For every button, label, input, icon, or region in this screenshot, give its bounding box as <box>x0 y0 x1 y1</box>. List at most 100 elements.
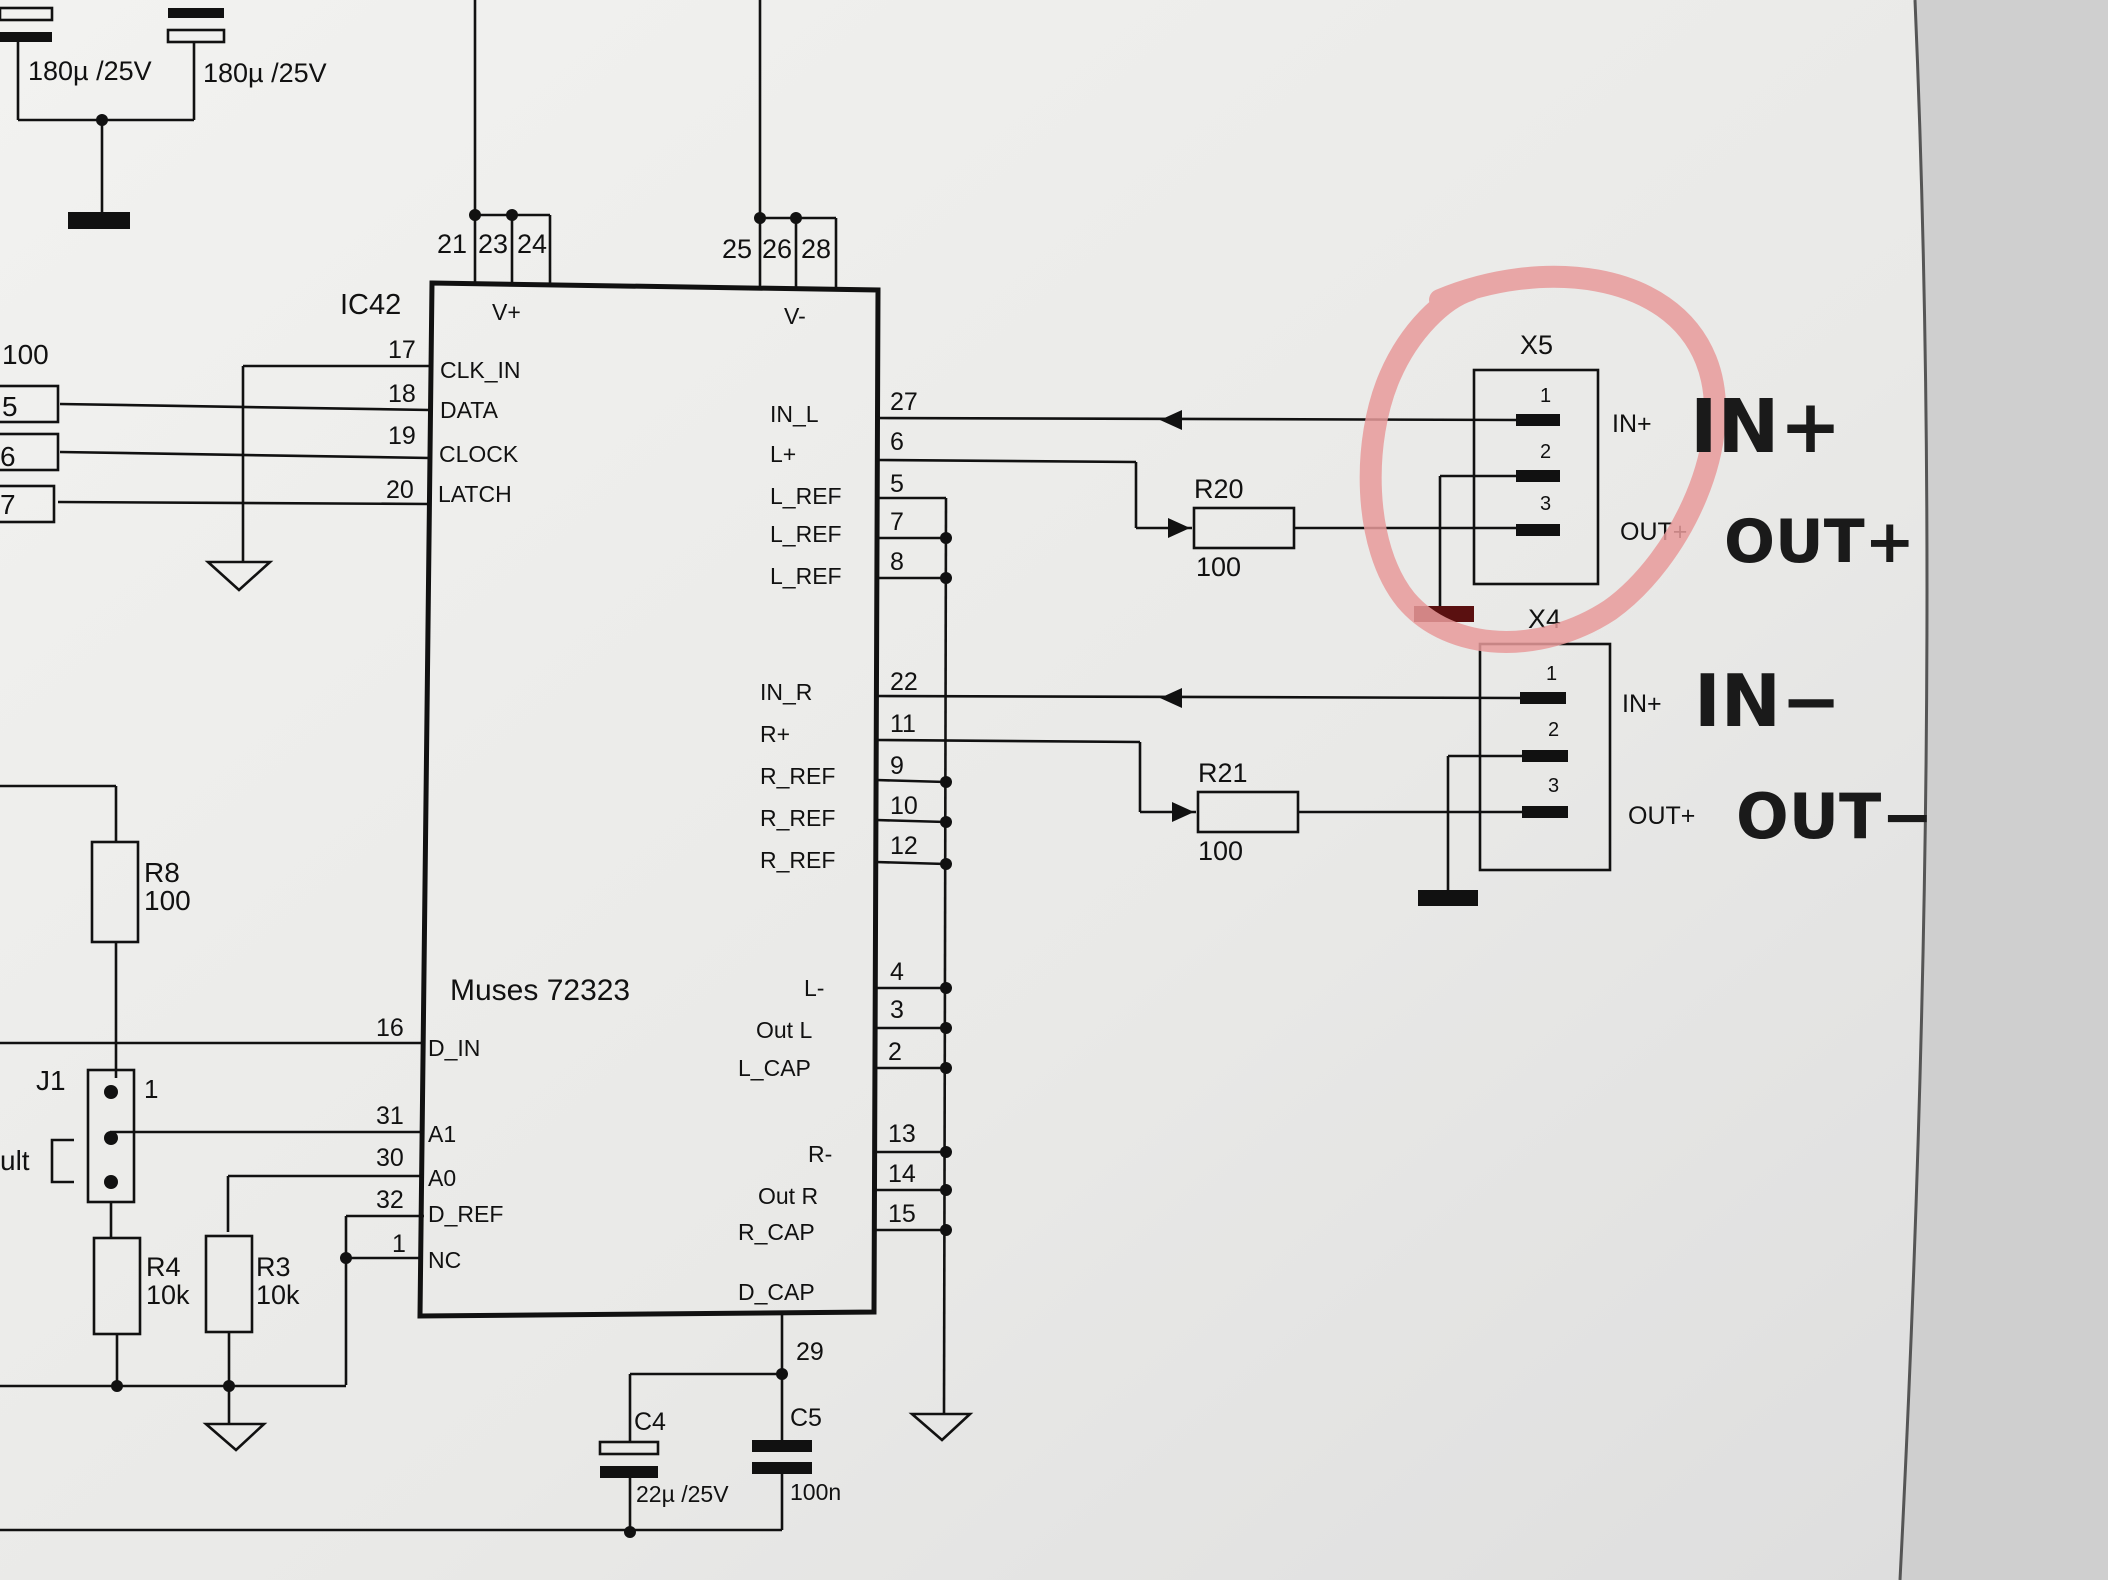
resistor-ref: R4 <box>146 1252 181 1282</box>
pin-name: L+ <box>770 441 796 467</box>
pin-number: 25 <box>722 234 752 264</box>
top-supply-pins: 21 23 24 25 26 28 <box>437 0 838 290</box>
pin-number: 15 <box>888 1200 916 1228</box>
ground-symbol <box>908 1412 974 1442</box>
ic-body <box>417 280 881 1319</box>
pin-number: 22 <box>890 668 918 696</box>
handwritten-label: IN− <box>1694 659 1841 743</box>
pin-number: 14 <box>888 1160 916 1188</box>
connector-pin: 6 <box>0 441 16 472</box>
pin-name: A1 <box>428 1121 456 1147</box>
pin-name: L- <box>804 975 824 1001</box>
pin-number: 11 <box>890 710 916 738</box>
resistor-value: 100 <box>144 885 191 916</box>
pin-name: IN_L <box>770 401 819 427</box>
pin-name: D_REF <box>428 1201 503 1227</box>
connector-pin: 2 <box>1540 441 1551 463</box>
bottom-decoupling: D_CAP 29 C4 22µ /25V C5 100n <box>598 1279 841 1538</box>
connector-in-label: IN+ <box>1612 410 1652 438</box>
left-edge-parts: 100 5 6 7 R8 100 J1 1 ult R4 10k R3 10k <box>0 339 630 1532</box>
connector-pin: 5 <box>2 391 18 422</box>
pin-number: 5 <box>890 470 904 498</box>
pin-number: 10 <box>890 792 918 820</box>
cap-value-label: 180µ /25V <box>203 58 327 88</box>
pin-name: L_REF <box>770 563 842 589</box>
ground-symbol <box>202 1422 268 1452</box>
ic-ref: IC42 <box>340 289 401 321</box>
cap-value-label: 180µ /25V <box>28 56 152 86</box>
top-left-capacitors: 180µ /25V 180µ /25V <box>0 6 327 229</box>
marker-circle <box>1359 265 1726 653</box>
pin-name: R_REF <box>760 763 835 789</box>
pin-number: 18 <box>388 380 416 408</box>
connector-pin: 7 <box>0 489 16 520</box>
pin-name: Out R <box>758 1183 818 1209</box>
pin-name: CLOCK <box>439 441 519 467</box>
capacitor-value: 100n <box>790 1479 841 1505</box>
ic-muses: IC42 V+ V- Muses 72323 <box>340 280 881 1319</box>
pin-number: 27 <box>890 388 918 416</box>
capacitor-ref: C4 <box>634 1408 666 1436</box>
pin-number: 32 <box>376 1186 404 1214</box>
pin-number: 17 <box>388 336 416 364</box>
pin-number: 12 <box>890 832 918 860</box>
pin-name: CLK_IN <box>440 357 521 383</box>
pin-name: D_IN <box>428 1035 480 1061</box>
pin-name: NC <box>428 1247 461 1273</box>
pin-number: 31 <box>376 1102 404 1130</box>
right-pins: R20 100 R21 100 <box>738 388 1526 1442</box>
resistor-ref: R20 <box>1194 474 1244 504</box>
pin-name: R- <box>808 1141 832 1167</box>
pin-number: 30 <box>376 1144 404 1172</box>
capacitor-value: 22µ /25V <box>636 1481 729 1507</box>
handwritten-label: OUT+ <box>1724 507 1915 577</box>
pin-number: 7 <box>890 508 904 536</box>
paper-edge <box>1898 0 1929 1580</box>
pin-name: R_REF <box>760 847 835 873</box>
pin-number: 8 <box>890 548 904 576</box>
paper-sheet <box>0 0 1927 1580</box>
connector-pin: 1 <box>1540 385 1551 407</box>
pin-name: R_CAP <box>738 1219 815 1245</box>
pin-number: 19 <box>388 422 416 450</box>
pin-number: 13 <box>888 1120 916 1148</box>
pin-number: 6 <box>890 428 904 456</box>
connector-pin: 1 <box>1546 663 1557 685</box>
pin-number: 24 <box>517 229 547 259</box>
jumper-pin: 1 <box>144 1074 158 1104</box>
pin-number: 2 <box>888 1038 902 1066</box>
pin-name: Out L <box>756 1017 812 1043</box>
pin-number: 23 <box>478 229 508 259</box>
pin-number: 1 <box>392 1230 406 1258</box>
jumper-label: ult <box>0 1145 30 1176</box>
left-pins: 17 18 19 20 16 31 30 32 1 CLK_IN DATA CL… <box>0 336 521 1385</box>
jumper-ref: J1 <box>36 1065 66 1096</box>
ground-bar <box>1418 890 1478 906</box>
resistor-value: 10k <box>146 1280 190 1310</box>
pin-name: D_CAP <box>738 1279 815 1305</box>
resistor-ref: R3 <box>256 1252 291 1282</box>
resistor-value: 100 <box>2 339 49 370</box>
ic-vplus-label: V+ <box>492 299 521 325</box>
pin-number: 16 <box>376 1014 404 1042</box>
ic-name: Muses 72323 <box>450 974 630 1007</box>
resistor-value: 10k <box>256 1280 300 1310</box>
pin-name: L_REF <box>770 483 842 509</box>
connector-pin: 2 <box>1548 719 1559 741</box>
pin-number: 28 <box>801 234 831 264</box>
ground-bar <box>68 212 130 229</box>
connector-pin: 3 <box>1548 775 1559 797</box>
pin-number: 26 <box>762 234 792 264</box>
ground-symbol <box>204 560 274 592</box>
pin-name: A0 <box>428 1165 456 1191</box>
pin-number: 9 <box>890 752 904 780</box>
pin-number: 20 <box>386 476 414 504</box>
pin-number: 21 <box>437 229 467 259</box>
handwritten-label: OUT− <box>1736 780 1933 853</box>
pin-number: 3 <box>890 996 904 1024</box>
pin-name: L_CAP <box>738 1055 811 1081</box>
pin-name: LATCH <box>438 481 512 507</box>
pin-name: IN_R <box>760 679 812 705</box>
